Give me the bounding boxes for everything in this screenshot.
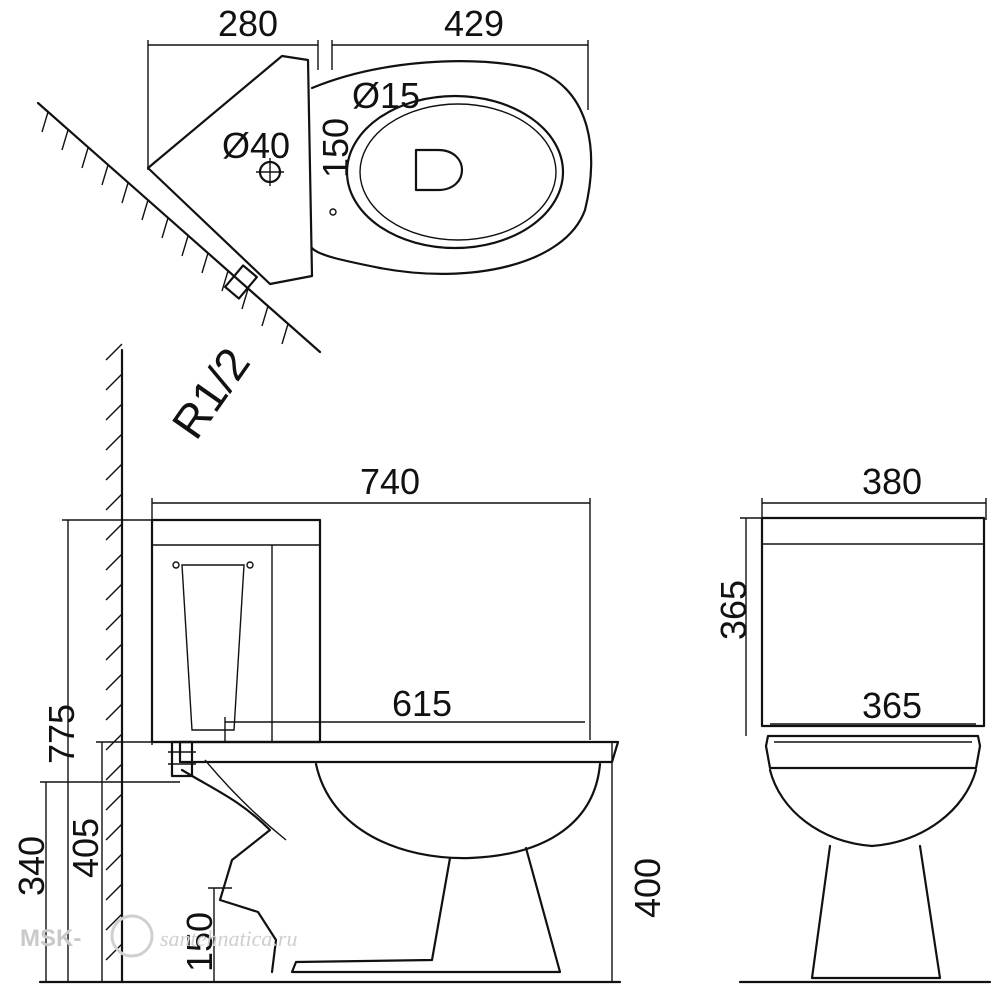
side-view-tank [150,518,322,744]
dim-label-775: 775 [41,704,82,764]
side-view: 740 615 775 405 340 [11,343,668,984]
side-view-inlet-fitting [170,740,194,778]
dim-label-429: 429 [444,3,504,44]
side-view-trap [180,768,278,974]
dim-label-380: 380 [862,461,922,502]
dim-label-340: 340 [11,836,52,896]
front-view-seat [764,734,982,770]
front-view-pedestal [810,844,942,980]
side-view-bowl [314,762,602,860]
dim-label-365-height: 365 [713,580,754,640]
dim-label-400: 400 [627,858,668,918]
dim-label-615: 615 [392,683,452,724]
dim-label-740: 740 [360,461,420,502]
dim-label-365-width: 365 [862,685,922,726]
side-view-seat [178,740,620,764]
top-view-tank-outline [146,54,314,286]
top-view-drain [414,148,463,192]
dim-label-r12: R1/2 [162,338,260,447]
top-view-wall-line [36,101,322,354]
dim-label-150-side: 150 [179,912,220,972]
top-view-seat-ring [345,94,565,250]
top-view-wall-hatching [41,111,289,345]
top-view-seat-inner [359,103,557,241]
dim-label-280: 280 [218,3,278,44]
dim-label-405: 405 [65,818,106,878]
dim-label-150-top: 150 [315,118,356,178]
water-inlet-connector [224,264,258,300]
side-view-pedestal [290,846,562,974]
top-view-bowl-outline [310,60,593,275]
watermark: MSK- santehnatica.ru [20,914,298,958]
watermark-brand: MSK- [20,925,81,952]
side-view-wall-hatching [105,343,123,961]
front-view-tank [760,516,986,728]
front-view: 380 365 365 [713,461,992,984]
dim-label-dia40: Ø40 [222,125,290,166]
flush-mechanism [181,564,245,731]
front-view-bowl [768,768,978,848]
hole-15-symbol [329,208,337,216]
dim-label-dia15: Ø15 [352,75,420,116]
watermark-site: santehnatica.ru [160,926,298,951]
